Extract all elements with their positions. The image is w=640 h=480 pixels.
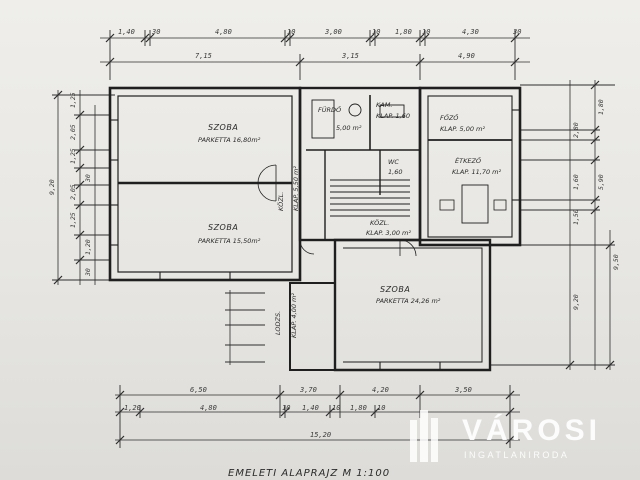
room-area-loggia: KLAP. 4,00 m² xyxy=(290,293,298,338)
dim-top-a: 1,40 xyxy=(118,28,135,36)
room-name-fozo: FŐZŐ xyxy=(440,113,459,122)
dim-left-6: 1,20 xyxy=(84,239,92,255)
watermark-building-icon xyxy=(410,420,417,462)
dim-right-6: 9,20 xyxy=(572,294,580,310)
dim-bottom-f: 4,80 xyxy=(200,404,217,412)
room-name-szoba-2: SZOBA xyxy=(208,223,238,232)
watermark-sub: INGATLANIRODA xyxy=(464,450,569,460)
room-name-kamra: KAM. xyxy=(376,101,392,109)
dim-right-4: 9,50 xyxy=(612,254,620,270)
dim-left-4: 1,25 xyxy=(69,212,77,228)
dim-top-row2-a: 7,15 xyxy=(195,52,212,60)
wall-loggia xyxy=(289,282,336,371)
dim-left-5: 30 xyxy=(84,174,92,183)
room-area-kozl: KLAP. 3,00 m² xyxy=(366,229,411,237)
room-area-fozo: KLAP. 5,00 m² xyxy=(440,125,485,133)
room-name-loggia: LODZS. xyxy=(274,311,282,335)
room-floor-szoba-3: PARKETTA 24,26 m² xyxy=(376,297,441,305)
dim-bottom-total: 15,20 xyxy=(310,431,331,439)
dim-left-3: 2,05 xyxy=(69,184,77,200)
dim-left-7: 30 xyxy=(84,268,92,277)
drawing-caption: EMELETI ALAPRAJZ M 1:100 xyxy=(228,468,390,479)
dim-right-5: 1,50 xyxy=(572,209,580,225)
dim-left-0: 1,25 xyxy=(69,92,77,108)
dim-top-c: 4,80 xyxy=(215,28,232,36)
dim-top-i: 4,30 xyxy=(462,28,479,36)
walls xyxy=(108,86,522,372)
dim-top-row2-c: 4,90 xyxy=(458,52,475,60)
room-name-wc: WC xyxy=(388,158,399,166)
dim-right-2: 5,90 xyxy=(597,174,605,190)
dim-left-8: 9,20 xyxy=(48,179,56,195)
dim-bottom-d: 3,50 xyxy=(454,386,472,394)
room-name-kozl: KÖZL. xyxy=(370,218,389,227)
room-name-furdo: FÜRDŐ xyxy=(318,105,342,114)
room-floor-szoba-2: PARKETTA 15,50m² xyxy=(198,237,261,245)
wall-right-block xyxy=(418,86,522,247)
room-area-etkezo: KLAP. 11,70 m² xyxy=(452,168,501,176)
dim-bottom-i: 10 xyxy=(332,404,340,412)
dim-top-b: 30 xyxy=(151,28,160,36)
dim-bottom-b: 3,70 xyxy=(299,386,317,394)
watermark-logo: VÁROSI INGATLANIRODA xyxy=(410,410,601,462)
dim-bottom-a: 6,50 xyxy=(190,386,207,394)
room-name-szoba-1: SZOBA xyxy=(208,123,238,132)
wall-lower-room xyxy=(333,238,492,372)
watermark-brand: VÁROSI xyxy=(462,413,601,447)
room-name-szoba-3: SZOBA xyxy=(380,285,410,294)
dim-top-h: 10 xyxy=(422,28,430,36)
dim-bottom-c: 4,20 xyxy=(372,386,389,394)
room-name-kozl-2: KÖZL. xyxy=(276,192,285,211)
dim-bottom-k: 10 xyxy=(377,404,385,412)
dim-left-2: 1,25 xyxy=(69,148,77,164)
dim-right-3: 1,60 xyxy=(572,174,580,190)
room-area-kozl-2: KLAP. 5,50 m² xyxy=(292,166,300,211)
dim-bottom-g: 10 xyxy=(282,404,290,412)
dim-top-d: 10 xyxy=(287,28,295,36)
room-name-etkezo: ÉTKEZŐ xyxy=(455,156,482,165)
dim-top-f: 10 xyxy=(372,28,380,36)
dim-bottom-j: 1,80 xyxy=(350,404,367,412)
room-area-wc: 1,60 xyxy=(388,168,402,176)
room-area-kamra: KLAP. 1,60 xyxy=(376,112,410,120)
dim-bottom-e: 1,20 xyxy=(124,404,141,412)
room-floor-szoba-1: PARKETTA 16,80m² xyxy=(198,136,261,144)
room-area-furdo: 5,00 m² xyxy=(336,124,362,132)
dim-top-row2-b: 3,15 xyxy=(341,52,359,60)
dim-top-e: 3,00 xyxy=(324,28,342,36)
dim-top-g: 1,80 xyxy=(395,28,412,36)
dim-bottom-h: 1,40 xyxy=(302,404,319,412)
dim-right-1: 2,80 xyxy=(572,122,580,138)
dim-top-j: 30 xyxy=(512,28,521,36)
dim-left-1: 2,05 xyxy=(69,124,77,140)
dim-right-0: 1,80 xyxy=(597,99,605,115)
